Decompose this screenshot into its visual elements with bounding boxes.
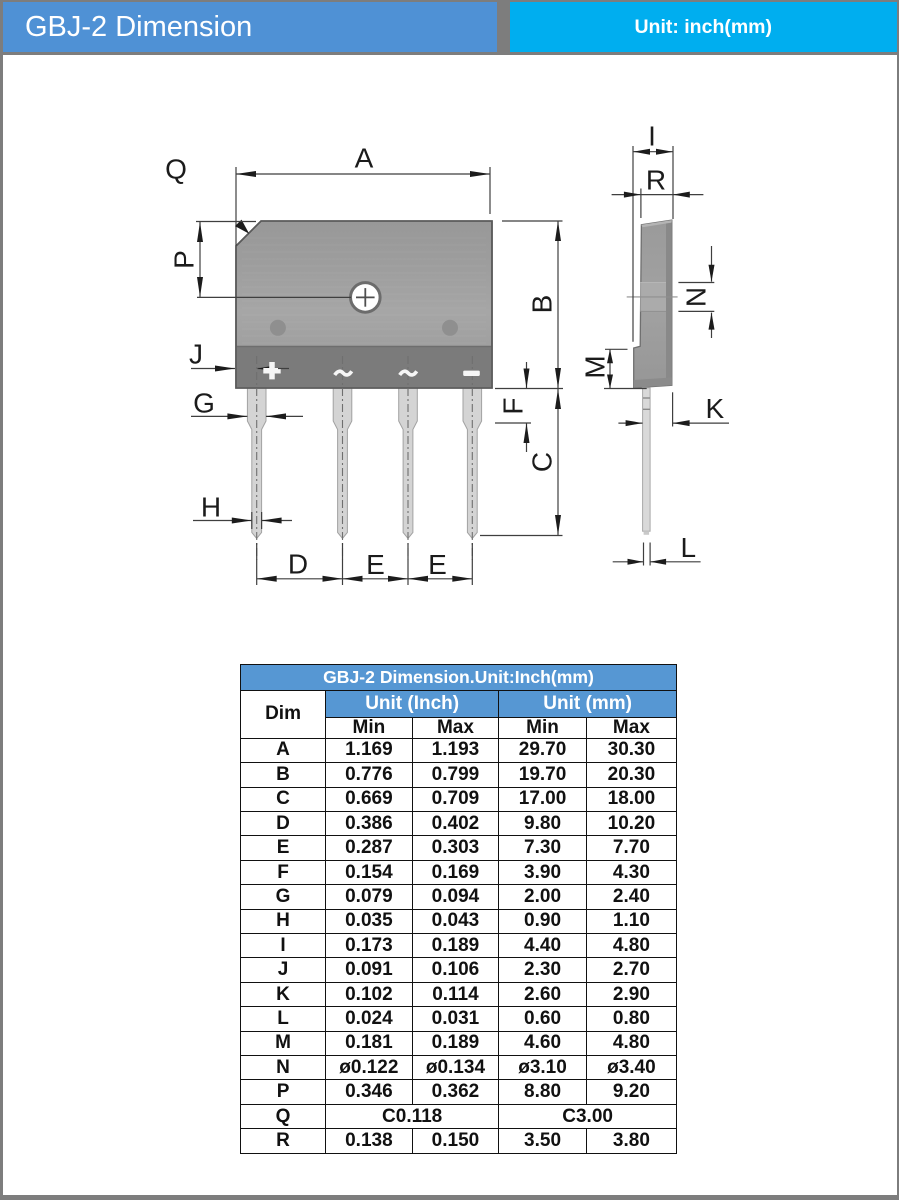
svg-text:P: P: [169, 250, 200, 269]
svg-text:G: G: [193, 388, 215, 419]
svg-text:J: J: [189, 339, 203, 370]
svg-text:E: E: [366, 549, 385, 580]
svg-text:M: M: [580, 355, 611, 378]
svg-text:H: H: [201, 492, 221, 523]
svg-text:A: A: [355, 143, 374, 174]
svg-text:L: L: [681, 532, 697, 563]
svg-text:Q: Q: [165, 154, 187, 185]
svg-text:B: B: [527, 295, 558, 314]
svg-text:K: K: [705, 393, 724, 424]
svg-text:F: F: [498, 397, 529, 414]
svg-text:E: E: [428, 549, 447, 580]
svg-text:I: I: [648, 121, 656, 152]
svg-text:N: N: [681, 287, 712, 307]
svg-text:R: R: [646, 165, 666, 196]
svg-text:D: D: [288, 549, 308, 580]
svg-text:C: C: [527, 452, 558, 472]
